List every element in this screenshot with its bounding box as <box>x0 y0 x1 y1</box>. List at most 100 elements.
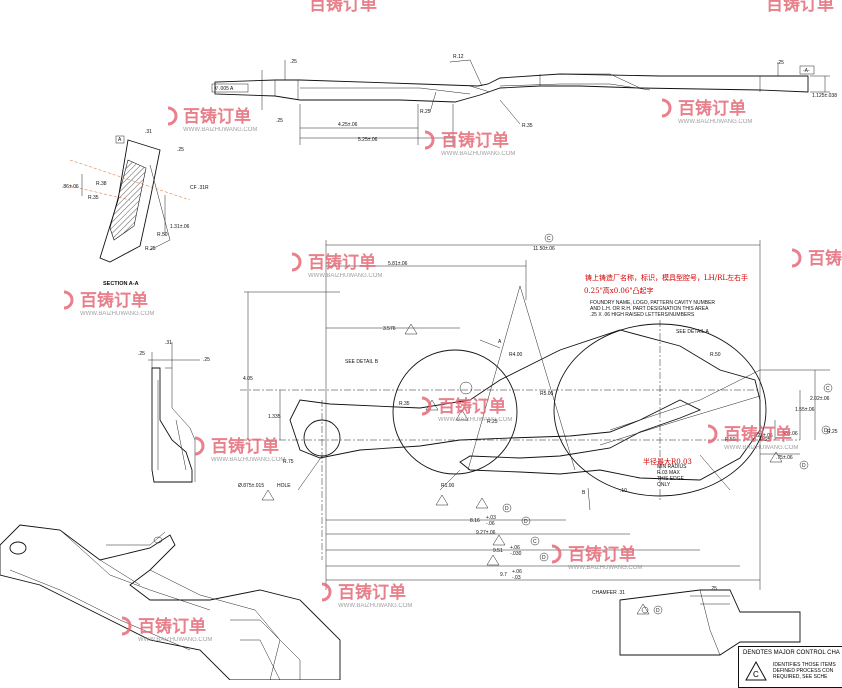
watermark-url: WWW.BAIZHUWANG.COM <box>678 119 752 125</box>
svg-text:.25 X .06 HIGH RAISED LETTERS/: .25 X .06 HIGH RAISED LETTERS/NUMBERS <box>590 312 695 318</box>
watermark-brand: 百铸订单 <box>568 544 636 565</box>
svg-text:HOLE: HOLE <box>277 483 291 489</box>
red-note-line3: 半径最大R0.03 <box>643 457 692 466</box>
svg-text:.25: .25 <box>276 118 283 124</box>
svg-text:3.576: 3.576 <box>383 326 396 332</box>
watermark-url: WWW.BAIZHUWANG.COM <box>441 151 515 157</box>
watermark-brand: 百铸订单 <box>138 616 206 637</box>
svg-text:C: C <box>547 236 551 242</box>
svg-text:R.50: R.50 <box>157 232 168 238</box>
main-view: 11.50±.06 C 5.81±.06 3.576 4.05 1.335 R.… <box>238 233 838 590</box>
svg-text:SEE DETAIL A: SEE DETAIL A <box>676 329 709 335</box>
svg-text:8.16: 8.16 <box>470 518 480 524</box>
svg-text:R.25: R.25 <box>827 429 838 435</box>
svg-text:-.06: -.06 <box>486 521 495 527</box>
svg-text:R5.00: R5.00 <box>540 391 554 397</box>
legend-line: IDENTIFIES THOSE ITEMS <box>773 662 836 668</box>
svg-text:-.030: -.030 <box>510 551 522 557</box>
legend-box: DENOTES MAJOR CONTROL CHA C IDENTIFIES T… <box>738 646 842 688</box>
svg-text:D: D <box>824 428 828 434</box>
svg-text:C: C <box>826 386 830 392</box>
watermark-url: WWW.BAIZHUWANG.COM <box>438 417 512 423</box>
watermark-brand: 百铸订单 <box>183 106 251 127</box>
legend-line: REQUIRED, SEE SCHE <box>773 674 828 680</box>
svg-text:R.38: R.38 <box>96 181 107 187</box>
svg-text:.25: .25 <box>290 59 297 65</box>
legend-title: DENOTES MAJOR CONTROL CHA <box>743 650 840 656</box>
legend-symbol: C <box>753 670 759 679</box>
svg-text:D: D <box>524 519 528 525</box>
svg-text:ONLY: ONLY <box>657 482 671 488</box>
watermark-url: WWW.BAIZHUWANG.COM <box>211 457 285 463</box>
svg-text:+.06: +.06 <box>510 545 520 551</box>
legend-line: DEFINED PROCESS CON <box>773 668 834 674</box>
svg-text:R.25: R.25 <box>487 419 498 425</box>
svg-text:B: B <box>582 490 586 496</box>
svg-text:R.75: R.75 <box>283 459 294 465</box>
watermark-brand: 百铸订单 <box>441 130 509 151</box>
control-characteristic-icon: C <box>745 661 767 681</box>
svg-text:R.35: R.35 <box>522 123 533 129</box>
svg-text:.88±.06: .88±.06 <box>781 431 798 437</box>
watermark-brand: 百铸订单 <box>309 0 377 15</box>
svg-text:9.27±.06: 9.27±.06 <box>476 530 496 536</box>
svg-text:1.31±.06: 1.31±.06 <box>170 224 190 230</box>
svg-text:.25: .25 <box>138 351 145 357</box>
svg-text:+.06: +.06 <box>512 569 522 575</box>
watermark-brand: 百铸订单 <box>308 252 376 273</box>
svg-text:.10: .10 <box>620 488 627 494</box>
red-note-line2: 0.25"高x0.06"凸起字 <box>584 286 654 295</box>
svg-text:-A-: -A- <box>803 68 810 74</box>
isometric-view <box>0 524 341 680</box>
watermark-brand: 百铸订单 <box>678 98 746 119</box>
svg-text:Ø.875±.015: Ø.875±.015 <box>238 483 264 489</box>
svg-text:4.25±.06: 4.25±.06 <box>338 122 358 128</box>
svg-text:11.50±.06: 11.50±.06 <box>533 246 555 252</box>
watermark-url: WWW.BAIZHUWANG.COM <box>338 603 412 609</box>
watermark-url: WWW.BAIZHUWANG.COM <box>724 445 798 451</box>
svg-text:9.7: 9.7 <box>500 572 507 578</box>
watermark-brand: 百铸订单 <box>808 248 842 269</box>
svg-text:SECTION A-A: SECTION A-A <box>103 281 139 287</box>
svg-text:5.25±.06: 5.25±.06 <box>358 137 378 143</box>
watermark-brand: 百铸订单 <box>438 396 506 417</box>
watermark-brand: 百铸订单 <box>211 436 279 457</box>
svg-text:R.03 MAX: R.03 MAX <box>657 470 680 476</box>
svg-text:C: C <box>533 539 537 545</box>
svg-text:CF .31R: CF .31R <box>190 185 209 191</box>
svg-text:D: D <box>802 463 806 469</box>
watermark-brand: 百铸订单 <box>338 582 406 603</box>
svg-text:CHAMFER .31: CHAMFER .31 <box>592 590 625 596</box>
svg-text:MIN RADIUS: MIN RADIUS <box>657 464 687 470</box>
svg-text:.25: .25 <box>710 586 717 592</box>
svg-text:R.25: R.25 <box>760 437 771 443</box>
watermark-url: WWW.BAIZHUWANG.COM <box>183 127 257 133</box>
svg-text:THIS EDGE: THIS EDGE <box>657 476 685 482</box>
watermark-url: WWW.BAIZHUWANG.COM <box>138 637 212 643</box>
side-view: .25 .31 .25 <box>138 340 210 483</box>
top-view: // .005 A -A- .25 R.12 R.25 R.35 4.25±.0… <box>211 54 837 145</box>
svg-text:.25: .25 <box>177 147 184 153</box>
svg-text:R4.00: R4.00 <box>509 352 523 358</box>
svg-text:FOUNDRY NAME, LOGO, PATTERN CA: FOUNDRY NAME, LOGO, PATTERN CAVITY NUMBE… <box>590 300 715 306</box>
svg-text:AND L.H. OR R.H. PART DESIGNAT: AND L.H. OR R.H. PART DESIGNATION THIS A… <box>590 306 709 312</box>
svg-text:.25: .25 <box>203 357 210 363</box>
watermark-brand: 百铸订单 <box>724 424 792 445</box>
watermark-url: WWW.BAIZHUWANG.COM <box>80 311 154 317</box>
svg-text:.86±.06: .86±.06 <box>62 184 79 190</box>
watermark-url: WWW.BAIZHUWANG.COM <box>308 273 382 279</box>
svg-text:R1.00: R1.00 <box>441 483 455 489</box>
svg-text:4.05: 4.05 <box>243 376 253 382</box>
svg-text:1.125±.038: 1.125±.038 <box>812 93 837 99</box>
section-a-a: A .31 .25 .86±.06 R.38 R.35 CF .31R R.50… <box>62 129 209 287</box>
detail-view: CHAMFER .31 .25 D <box>592 586 801 656</box>
watermark-brand: 百铸订单 <box>80 290 148 311</box>
svg-text:+.03: +.03 <box>486 515 496 521</box>
watermark-url: WWW.BAIZHUWANG.COM <box>568 565 642 571</box>
red-notes: 铸上铸造厂名称，标识，模具型腔号，LH/RL左右手 0.25"高x0.06"凸起… <box>584 273 748 466</box>
watermark-brand: 百铸订单 <box>766 0 834 15</box>
svg-text:-.03: -.03 <box>512 575 521 581</box>
svg-text:R.25: R.25 <box>145 246 156 252</box>
